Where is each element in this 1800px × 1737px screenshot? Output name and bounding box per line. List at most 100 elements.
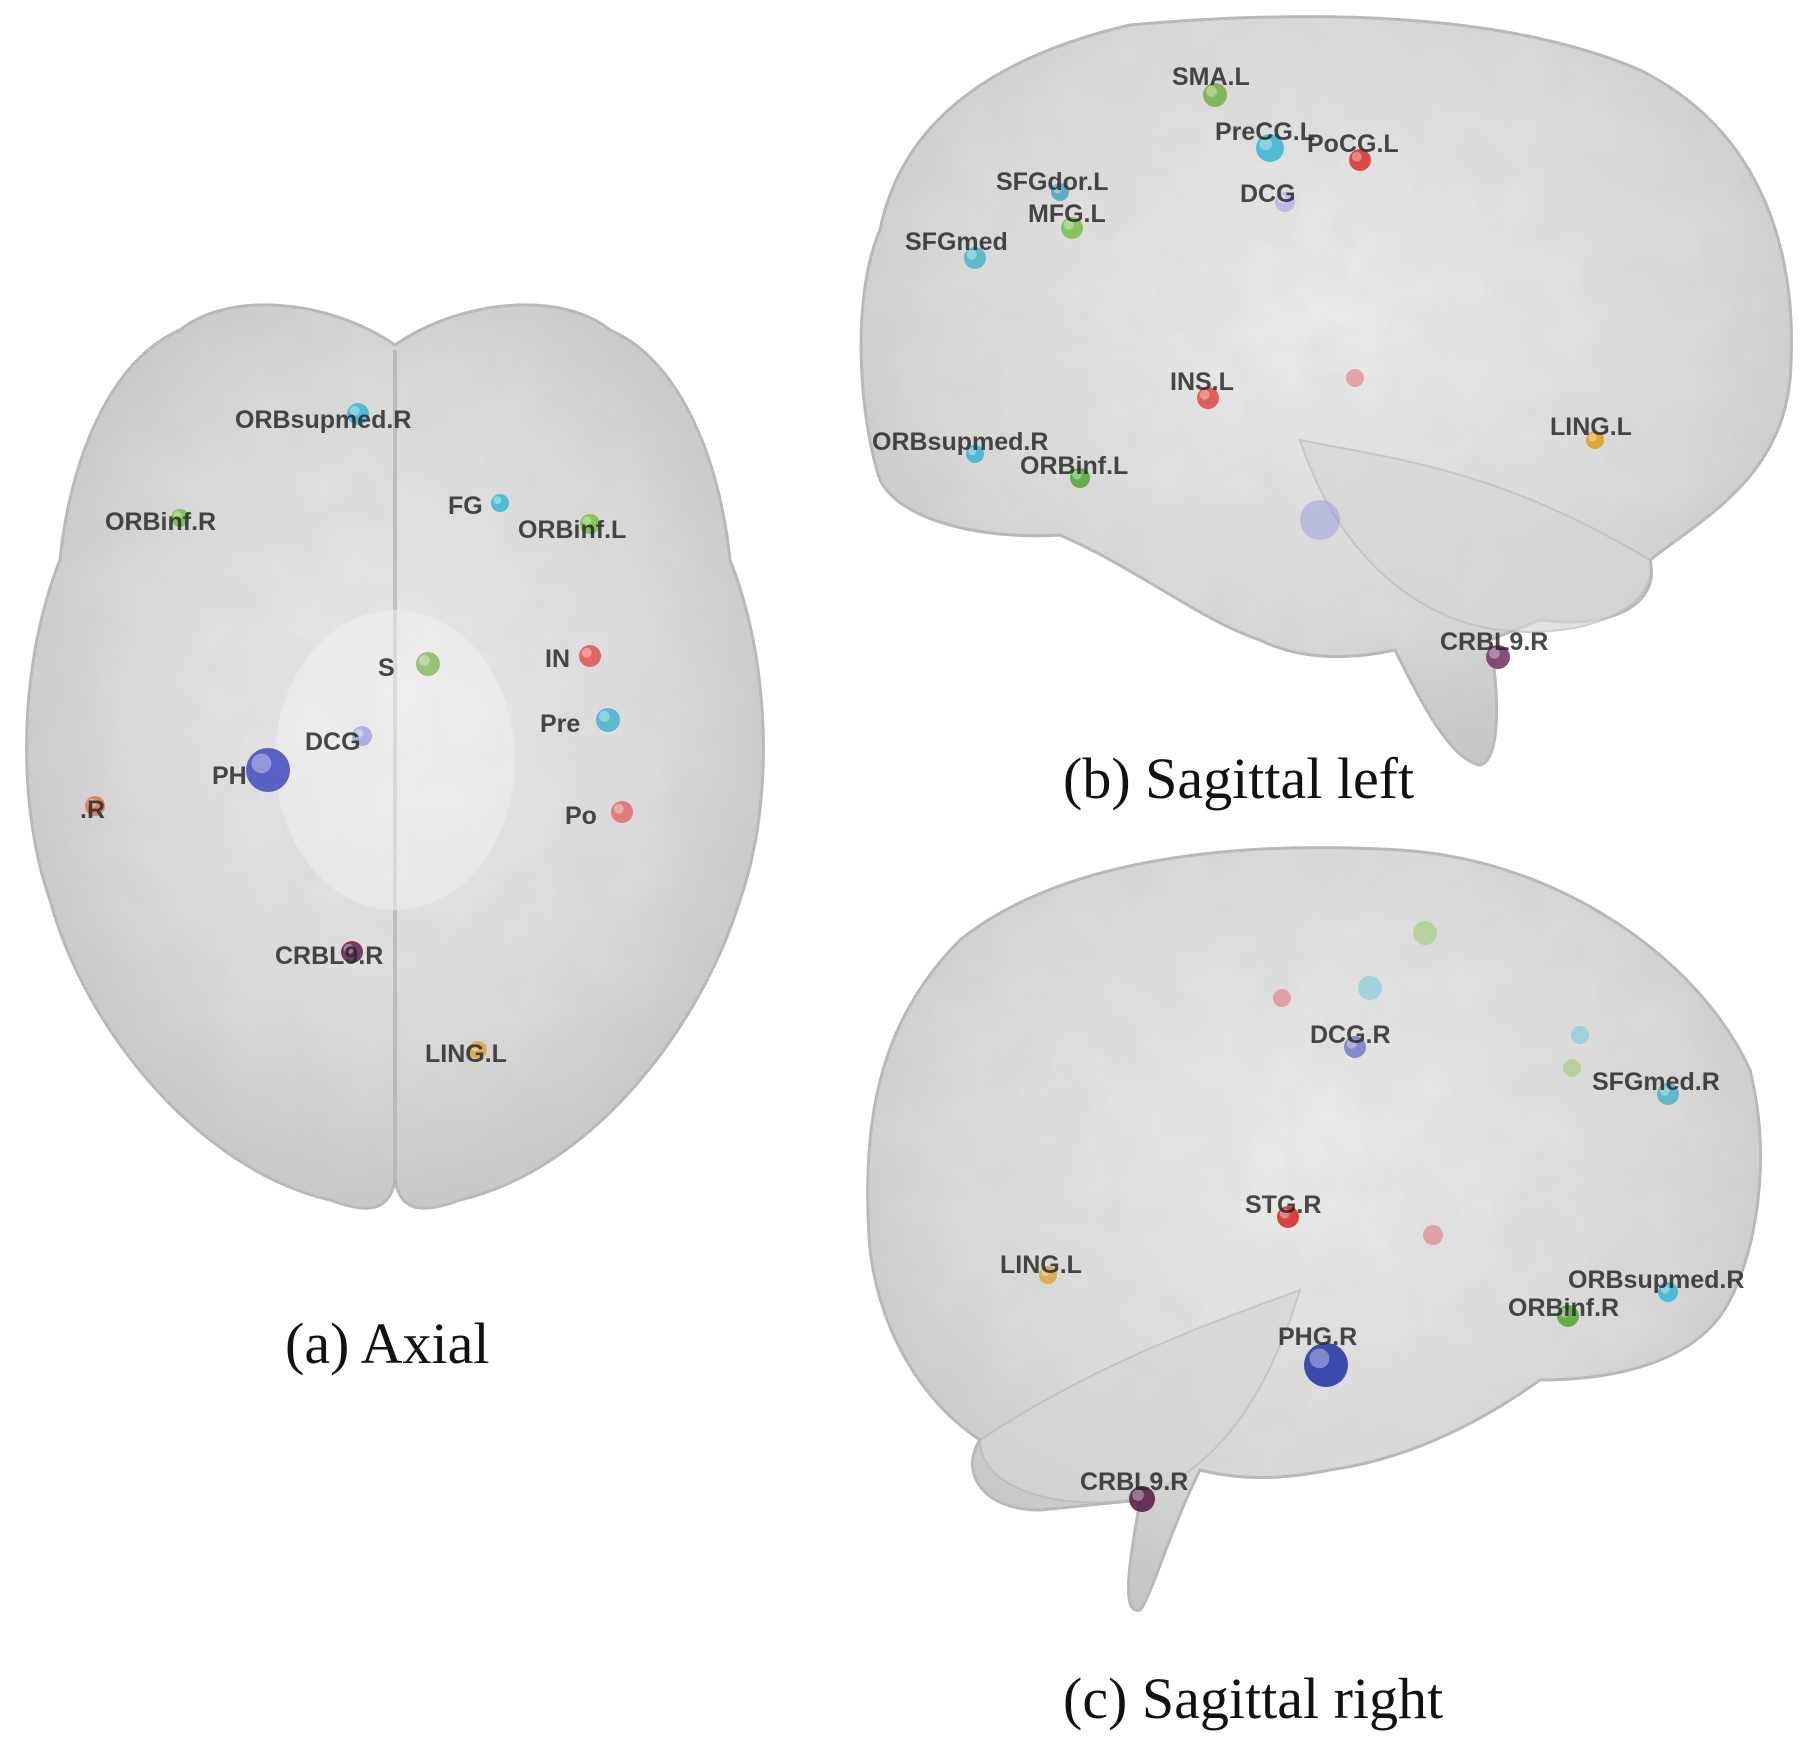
sagittal-right-node-label: DCG.R — [1310, 1021, 1391, 1049]
sagittal-left-node — [1486, 645, 1510, 669]
sagittal-right-nodes: DCG.RSFGmed.RSTG.RLING.LORBsupmed.RORBin… — [1000, 921, 1744, 1512]
axial-node — [352, 726, 372, 746]
axial-node-label: IN — [545, 645, 570, 673]
sagittal-left-node-label: SFGmed — [905, 228, 1008, 256]
axial-node — [579, 645, 601, 667]
node-highlight — [349, 405, 360, 416]
node-highlight — [1206, 86, 1217, 97]
node-highlight — [581, 647, 592, 658]
node-highlight — [1659, 1085, 1670, 1096]
node-highlight — [599, 711, 610, 722]
node-highlight — [1259, 137, 1273, 151]
axial-node-label: LING.L — [425, 1040, 507, 1068]
sagittal-right-faint-node — [1358, 976, 1382, 1000]
sagittal-left-node — [1349, 149, 1371, 171]
node-highlight — [1053, 185, 1062, 194]
node-highlight — [1588, 433, 1597, 442]
node-highlight — [613, 803, 624, 814]
sagittal-right-faint-node — [1563, 1059, 1581, 1077]
node-highlight — [1063, 219, 1074, 230]
axial-node-label: S — [378, 654, 395, 682]
sagittal-left-node — [1197, 387, 1219, 409]
sagittal-right-node-label: STG.R — [1245, 1191, 1321, 1219]
node-highlight — [343, 943, 354, 954]
axial-brain-shape — [25, 303, 765, 1210]
axial-caption: (a) Axial — [285, 1311, 490, 1376]
sagittal-right-node — [1344, 1036, 1366, 1058]
sagittal-left-node-label: DCG — [1240, 180, 1296, 208]
sagittal-left-node-label: PreCG.L — [1215, 118, 1315, 146]
axial-node — [347, 403, 369, 425]
axial-node — [416, 652, 440, 676]
sagittal-left-node-label: CRBL9.R — [1440, 628, 1548, 656]
axial-node — [246, 748, 290, 792]
sagittal-right-node-label: ORBinf.R — [1508, 1294, 1619, 1322]
sagittal-left-node — [1586, 431, 1604, 449]
sagittal-right-node — [1557, 1305, 1579, 1327]
node-highlight — [1346, 1038, 1357, 1049]
axial-node-label: .R — [80, 796, 105, 824]
node-highlight — [493, 496, 502, 505]
sagittal-right-node-label: LING.L — [1000, 1251, 1082, 1279]
sagittal-left-caption: (b) Sagittal left — [1063, 746, 1415, 811]
axial-node-label: PH — [212, 762, 247, 790]
axial-node-label: CRBL9.R — [275, 942, 383, 970]
node-highlight — [1351, 151, 1362, 162]
sagittal-left-node — [1203, 83, 1227, 107]
node-highlight — [173, 511, 182, 520]
sagittal-left-node — [1256, 134, 1284, 162]
node-highlight — [582, 516, 592, 526]
node-highlight — [1279, 1208, 1290, 1219]
sagittal-left-node-label: SMA.L — [1172, 63, 1250, 91]
sagittal-right-node-label: ORBsupmed.R — [1568, 1266, 1744, 1294]
axial-node — [491, 494, 509, 512]
axial-node-label: Pre — [540, 710, 580, 738]
sagittal-left-node-label: INS.L — [1170, 368, 1234, 396]
node-highlight — [1489, 648, 1500, 659]
sagittal-left-brain-shape — [859, 15, 1793, 767]
node-highlight — [1277, 194, 1287, 204]
node-highlight — [1041, 1268, 1050, 1277]
sagittal-right-node-label: CRBL9.R — [1080, 1468, 1188, 1496]
axial-node-label: ORBinf.R — [105, 508, 216, 536]
sagittal-right-faint-node — [1571, 1026, 1589, 1044]
sagittal-left-node-label: SFGdor.L — [996, 168, 1109, 196]
axial-node-label: FG — [448, 492, 483, 520]
sagittal-right-node — [1658, 1282, 1678, 1302]
sagittal-right-brain-shape — [866, 846, 1762, 1612]
node-highlight — [968, 447, 977, 456]
sagittal-left-node — [966, 445, 984, 463]
axial-node — [469, 1041, 487, 1059]
node-highlight — [1132, 1489, 1144, 1501]
sagittal-left-faint-node — [1300, 500, 1340, 540]
node-highlight — [419, 655, 430, 666]
axial-node-label: ORBsupmed.R — [235, 406, 411, 434]
sagittal-right-node-label: PHG.R — [1278, 1323, 1357, 1351]
sagittal-left-node-label: LING.L — [1550, 413, 1632, 441]
sagittal-left-node-label: PoCG.L — [1307, 130, 1399, 158]
sagittal-right-node — [1039, 1266, 1057, 1284]
axial-node — [596, 708, 620, 732]
sagittal-right-node — [1129, 1486, 1155, 1512]
node-highlight — [1559, 1307, 1570, 1318]
sagittal-left-node-label: ORBsupmed.R — [872, 428, 1048, 456]
sagittal-right-caption: (c) Sagittal right — [1063, 1666, 1444, 1731]
sagittal-left-faint-node — [1346, 369, 1364, 387]
sagittal-left-node — [1070, 468, 1090, 488]
axial-node — [85, 796, 105, 816]
sagittal-left-node-label: MFG.L — [1028, 200, 1106, 228]
sagittal-right-faint-node — [1413, 921, 1437, 945]
node-highlight — [354, 728, 364, 738]
sagittal-left-node — [964, 247, 986, 269]
node-highlight — [966, 249, 977, 260]
axial-node — [341, 941, 363, 963]
node-highlight — [87, 798, 97, 808]
node-highlight — [251, 753, 272, 774]
sagittal-left-node — [1051, 183, 1069, 201]
sagittal-right-faint-node — [1273, 989, 1291, 1007]
sagittal-right-node — [1304, 1343, 1348, 1387]
